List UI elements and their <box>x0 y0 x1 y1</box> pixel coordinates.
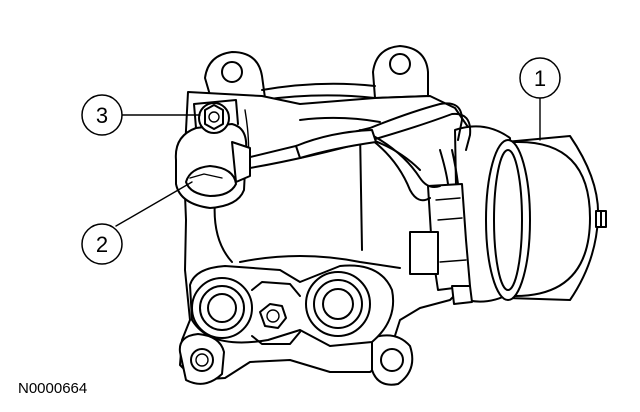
refrigerant-ports <box>189 264 394 347</box>
callout-2-label: 2 <box>96 232 108 257</box>
callout-1: 1 <box>519 57 561 141</box>
wiring-harness <box>237 102 472 202</box>
clutch-pulley-assembly <box>454 125 607 303</box>
pressure-switch <box>174 99 251 209</box>
retaining-bolt <box>198 102 230 134</box>
clutch-connector <box>409 183 473 305</box>
callout-3-label: 3 <box>96 103 108 128</box>
callout-2: 2 <box>81 181 193 265</box>
callout-1-label: 1 <box>534 66 546 91</box>
callout-3: 3 <box>81 94 201 136</box>
figure-code: N0000664 <box>18 380 87 397</box>
